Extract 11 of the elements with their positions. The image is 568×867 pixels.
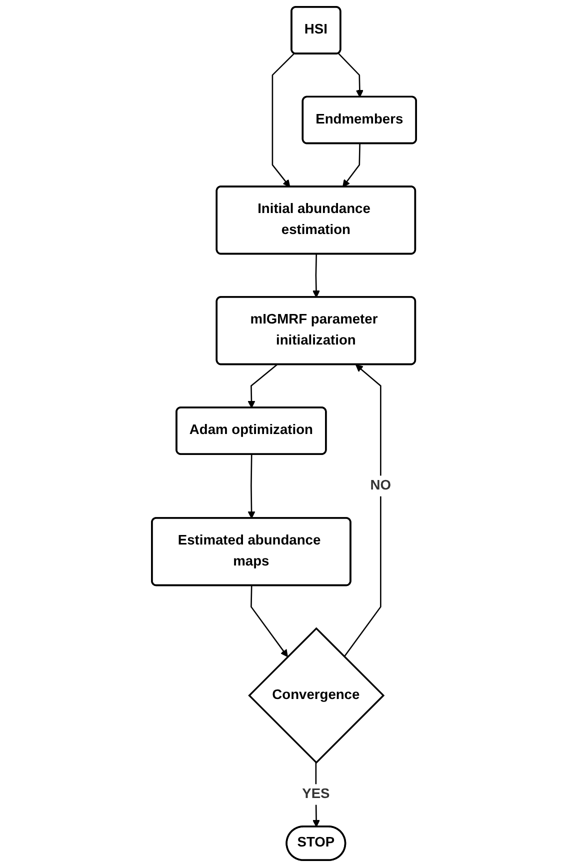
arrow [272,53,295,188]
arrow [338,53,364,98]
node-diamond: Convergence [248,627,385,764]
edge-label: YES [302,786,330,802]
arrow [250,586,288,658]
arrow [248,364,278,408]
arrow [312,254,320,298]
arrow [248,454,256,519]
arrow [342,144,360,188]
arrow [344,364,382,658]
edge-label: NO [370,478,392,493]
